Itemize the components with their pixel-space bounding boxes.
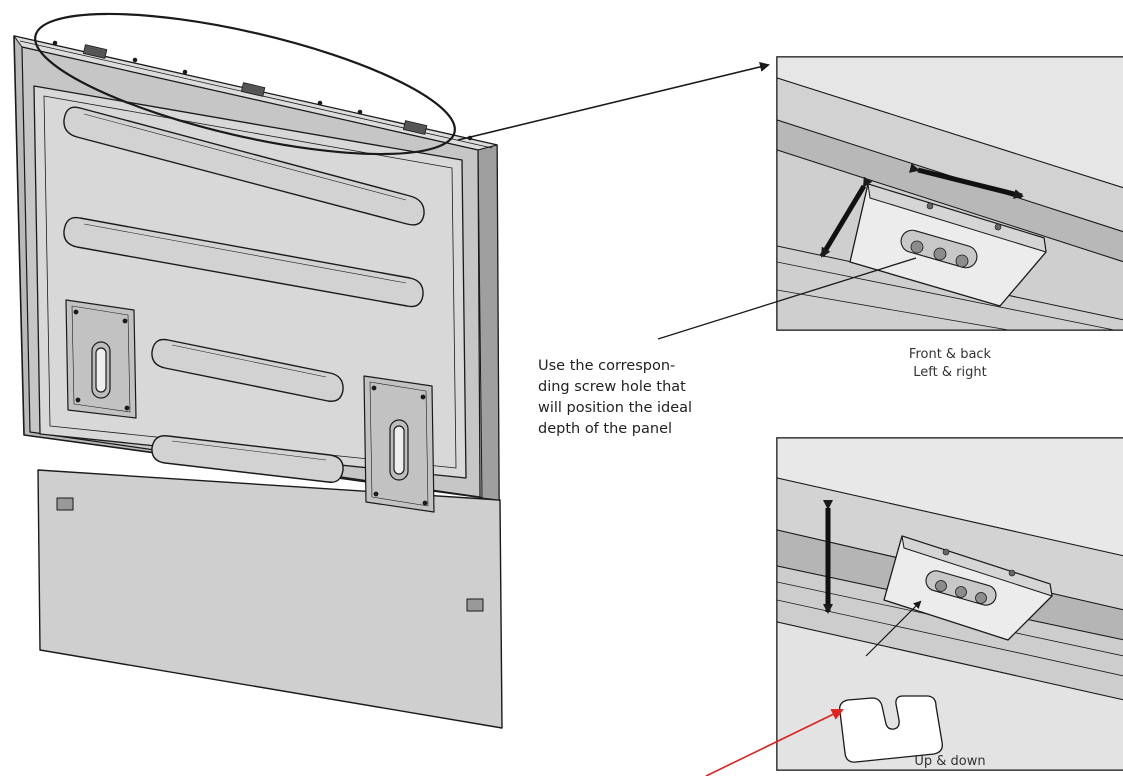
front-back-arrow bbox=[819, 176, 873, 258]
leader-to-top-detail bbox=[457, 62, 770, 141]
left-right-arrow bbox=[909, 163, 1024, 199]
note-line-4: depth of the panel bbox=[538, 421, 673, 437]
top-detail-view bbox=[776, 56, 1123, 331]
caption-left-right: Left & right bbox=[913, 365, 987, 380]
screw-hole-note: Use the correspon- ding screw hole that … bbox=[538, 356, 708, 440]
highlight-ellipse bbox=[34, 12, 456, 156]
right-edge bbox=[477, 144, 500, 501]
inner-panel-rim bbox=[43, 95, 457, 469]
caption-front-back: Front & back bbox=[908, 347, 992, 362]
note-line-2: ding screw hole that bbox=[538, 379, 686, 395]
note-leader-line bbox=[657, 257, 917, 340]
right-mounting-bracket bbox=[363, 375, 435, 513]
lower-panel bbox=[37, 469, 503, 729]
red-pointer-arrow bbox=[705, 708, 844, 777]
left-mounting-bracket bbox=[65, 299, 137, 419]
note-line-3: will position the ideal bbox=[538, 400, 693, 416]
embossed-ribs bbox=[63, 106, 425, 483]
bottom-detail-view bbox=[776, 437, 1123, 771]
top-detail-caption: Front & back Left & right bbox=[850, 346, 1050, 382]
dishwasher-door-panel bbox=[13, 35, 503, 729]
note-line-1: Use the correspon- bbox=[538, 358, 676, 374]
bottom-detail-caption: Up & down bbox=[914, 754, 986, 769]
